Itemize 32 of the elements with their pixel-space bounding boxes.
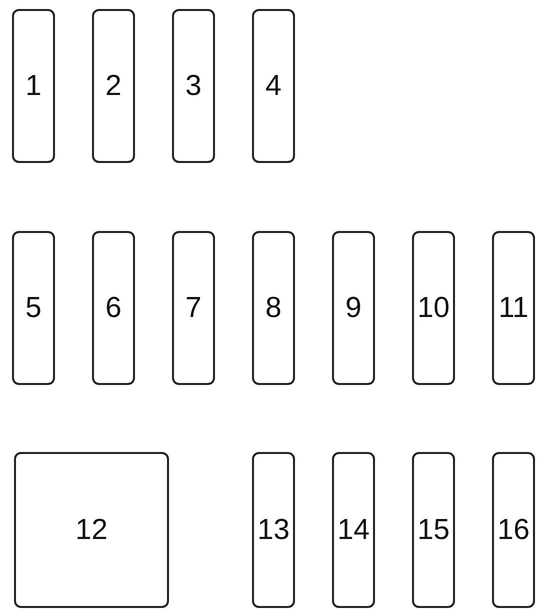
fuse-slot [12, 231, 55, 385]
fuse-number: 15 [417, 516, 450, 544]
fuse-number: 7 [185, 294, 202, 322]
fuse-number: 5 [25, 294, 42, 322]
fuse-number: 6 [105, 294, 122, 322]
fuse-number: 4 [265, 72, 282, 100]
fuse-slot [412, 452, 455, 608]
fuse-slot [172, 9, 215, 163]
fuse-number: 10 [417, 294, 450, 322]
fuse-slot [332, 231, 375, 385]
fuse-number: 16 [497, 516, 530, 544]
fuse-number: 2 [105, 72, 122, 100]
fuse-number: 8 [265, 294, 282, 322]
fuse-number: 14 [337, 516, 370, 544]
fuse-slot [492, 452, 535, 608]
fuse-slot [172, 231, 215, 385]
fuse-slot [252, 231, 295, 385]
fuse-number: 12 [75, 516, 108, 544]
fuse-number: 11 [498, 294, 529, 322]
fuse-number: 13 [257, 516, 290, 544]
fuse-slot [12, 9, 55, 163]
fuse-slot [412, 231, 455, 385]
fuse-slot [492, 231, 535, 385]
fuse-number: 1 [25, 72, 42, 100]
fuse-number: 3 [185, 72, 202, 100]
fuse-slot [332, 452, 375, 608]
fuse-number: 9 [345, 294, 362, 322]
fuse-slot [92, 9, 135, 163]
fuse-slot [92, 231, 135, 385]
fuse-slot [252, 9, 295, 163]
relay-box [14, 452, 169, 608]
fuse-slot [252, 452, 295, 608]
